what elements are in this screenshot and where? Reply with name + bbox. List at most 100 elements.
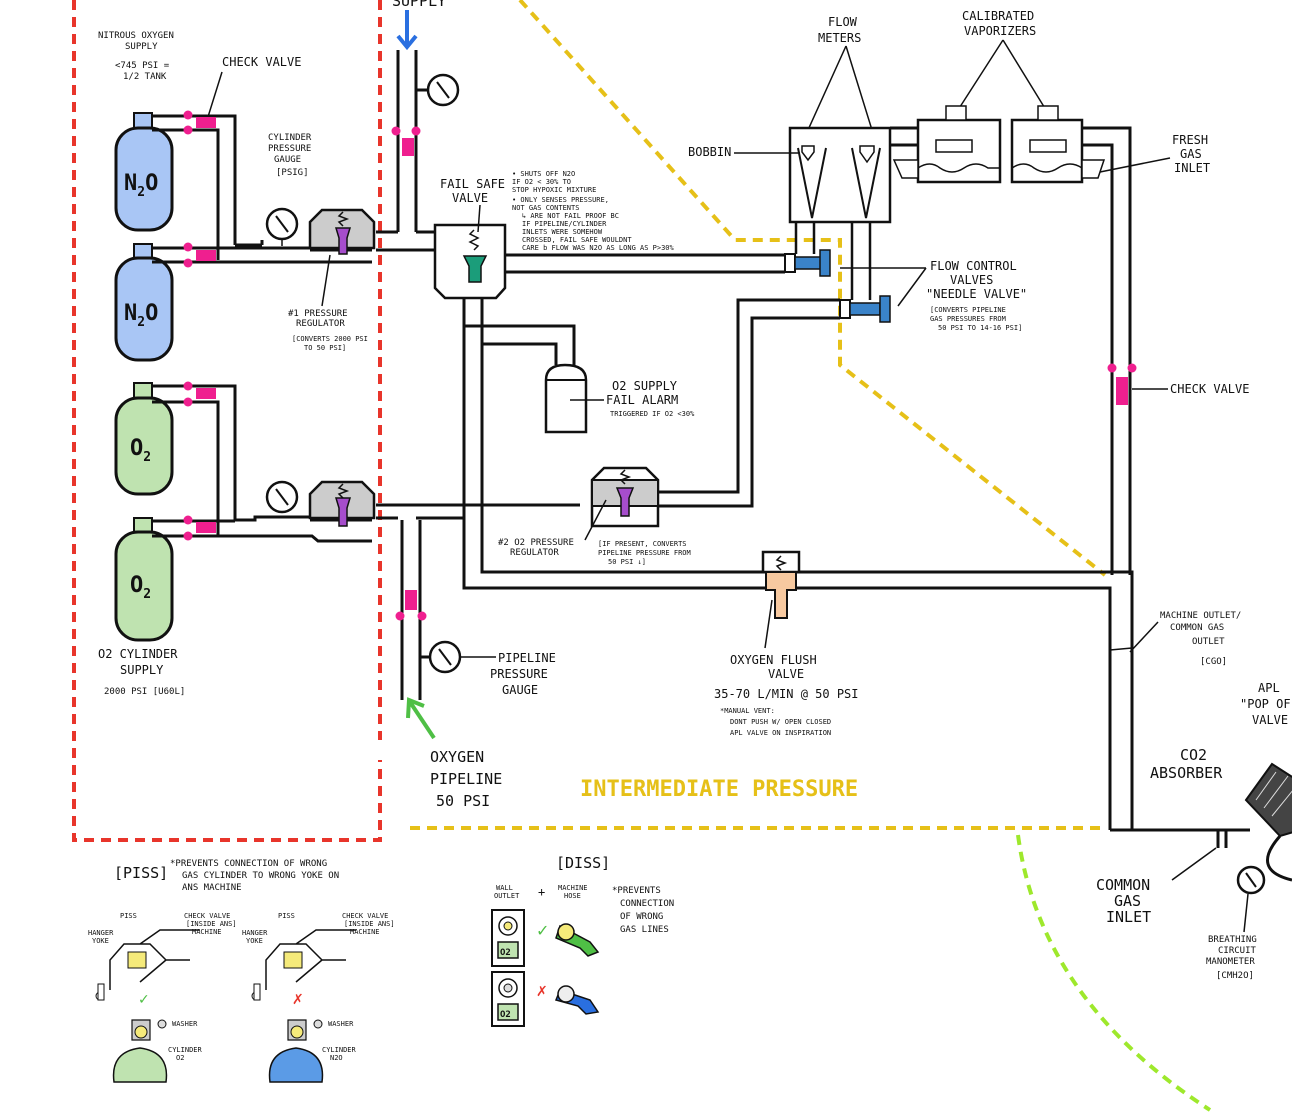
svg-text:CHECK VALVE: CHECK VALVE — [342, 912, 388, 920]
svg-text:HANGER: HANGER — [88, 929, 114, 937]
svg-text:CROSSED, FAIL SAFE WOULDNT: CROSSED, FAIL SAFE WOULDNT — [522, 236, 632, 244]
apl-label-1: APL — [1258, 681, 1280, 695]
regulator-1-note-1: [CONVERTS 2000 PSI — [292, 335, 368, 343]
common-gas-inlet-pointer — [1171, 847, 1217, 881]
common-manifold — [890, 126, 1132, 575]
machine-outlet-3: OUTLET — [1192, 637, 1225, 647]
svg-text:CARE b FLOW WAS N2O AS LONG AS: CARE b FLOW WAS N2O AS LONG AS P>30% — [522, 244, 675, 252]
n2o-pressure-2: 1/2 TANK — [123, 72, 167, 82]
check-valve-top-label: CHECK VALVE — [222, 55, 301, 69]
svg-text:✗: ✗ — [292, 992, 304, 1008]
svg-text:PISS: PISS — [120, 912, 137, 920]
supply-label: SUPPLY — [392, 0, 446, 10]
high-pressure-zone-border — [72, 0, 382, 842]
diss-plus: + — [538, 885, 545, 899]
regulator-1-note-2: TO 50 PSI] — [304, 344, 346, 352]
fail-safe-title-2: VALVE — [452, 191, 488, 205]
flush-note-2: DONT PUSH W/ OPEN CLOSED — [730, 718, 831, 726]
pipeline-vertical — [400, 520, 430, 700]
svg-text:STOP HYPOXIC MIXTURE: STOP HYPOXIC MIXTURE — [512, 186, 596, 194]
svg-text:PISS: PISS — [278, 912, 295, 920]
pressure-regulator-1-o2 — [308, 480, 376, 527]
n2o-main-line — [376, 230, 435, 252]
oxygen-pipeline-label-2: PIPELINE — [430, 770, 502, 788]
machine-outlet-4: [CGO] — [1200, 657, 1227, 667]
n2o-pressure-1: <745 PSI = — [115, 61, 170, 71]
diss-note-2: CONNECTION — [620, 899, 674, 909]
fresh-gas-label-2: GAS — [1180, 147, 1202, 161]
diss-ok-mark: ✓ — [536, 921, 549, 940]
apl-label-2: "POP OF — [1240, 697, 1291, 711]
svg-text:N2O: N2O — [124, 171, 158, 200]
apl-label-3: VALVE — [1252, 713, 1288, 727]
diss-hose-2: HOSE — [564, 892, 581, 900]
common-gas-inlet-2: GAS — [1114, 892, 1141, 910]
supply-pipe-gauge — [426, 73, 460, 107]
machine-outlet-pointer — [1129, 621, 1159, 653]
pipeline-arrow — [406, 697, 436, 740]
flush-rate: 35-70 L/MIN @ 50 PSI — [714, 687, 859, 701]
diss-title: [DISS] — [556, 854, 610, 872]
o2-supply-title-1: O2 CYLINDER — [98, 647, 178, 661]
flow-control-title-2: VALVES — [950, 273, 993, 287]
piss-illustration-o2: HANGER YOKE PISS CHECK VALVE [INSIDE ANS… — [88, 912, 237, 1083]
svg-text:↳ ARE NOT FAIL PROOF BC: ↳ ARE NOT FAIL PROOF BC — [522, 212, 619, 220]
svg-text:✓: ✓ — [138, 992, 150, 1008]
check-valve-right-label: CHECK VALVE — [1170, 382, 1249, 396]
machine-outlet-1: MACHINE OUTLET/ — [1160, 611, 1241, 621]
fail-safe-title-1: FAIL SAFE — [440, 177, 505, 191]
check-valve-right — [1107, 363, 1168, 405]
o2-cylinder-upper: O2 — [114, 382, 174, 496]
vaporizers-pointers — [957, 39, 1047, 111]
fail-safe-notes: • SHUTS OFF N2O IF O2 < 30% TO STOP HYPO… — [512, 170, 675, 252]
cylinder-gauge-label-1: CYLINDER — [268, 133, 312, 143]
svg-text:YOKE: YOKE — [246, 937, 263, 945]
piss-note-3: ANS MACHINE — [182, 883, 242, 893]
svg-text:HANGER: HANGER — [242, 929, 268, 937]
regulator-2-note-1: [IF PRESENT, CONVERTS — [598, 540, 687, 548]
machine-outlet-2: COMMON GAS — [1170, 623, 1224, 633]
o2-cylinder-lower: O2 — [114, 517, 174, 642]
flow-control-pointers — [840, 267, 927, 307]
pipeline-gauge-label-3: GAUGE — [502, 683, 538, 697]
co2-absorber — [1244, 762, 1292, 838]
breathing-circuit — [1216, 830, 1292, 882]
bobbin-o2 — [859, 145, 875, 164]
flow-control-title-1: FLOW CONTROL — [930, 259, 1017, 273]
check-valve-top-pointer — [206, 71, 223, 121]
svg-text:YOKE: YOKE — [92, 937, 109, 945]
svg-text:O2: O2 — [500, 948, 511, 958]
piss-illustration-n2o: HANGER YOKE PISS CHECK VALVE [INSIDE ANS… — [242, 912, 395, 1083]
regulator-2-title-2: REGULATOR — [510, 548, 559, 558]
supply-check-valve — [391, 126, 421, 156]
svg-text:INLETS WERE SOMEHOW: INLETS WERE SOMEHOW — [522, 228, 603, 236]
regulator-1-title-1: #1 PRESSURE — [288, 309, 348, 319]
pressure-regulator-2 — [590, 466, 660, 528]
o2-cylinder-gauge — [265, 480, 299, 514]
failsafe-to-flowmeter — [505, 253, 785, 274]
vaporizers-label-2: VAPORIZERS — [964, 24, 1036, 38]
flow-meter-bank — [788, 126, 892, 300]
diss-wall-1: WALL — [496, 884, 513, 892]
manometer-label-2: CIRCUIT — [1218, 946, 1257, 956]
bobbin-label: BOBBIN — [688, 145, 731, 159]
svg-text:[INSIDE ANS]: [INSIDE ANS] — [344, 920, 395, 928]
n2o-title-2: SUPPLY — [125, 42, 158, 52]
flush-note-1: *MANUAL VENT: — [720, 707, 775, 715]
diss-wall-2: OUTLET — [494, 892, 520, 900]
regulator-2-note-3: 50 PSI ↓] — [608, 558, 646, 566]
svg-text:NOT GAS CONTENTS: NOT GAS CONTENTS — [512, 204, 579, 212]
fresh-gas-pointer — [1099, 157, 1171, 173]
svg-text:WASHER: WASHER — [328, 1020, 354, 1028]
pipeline-check-valve — [395, 590, 427, 621]
oxygen-pipeline-label-1: OXYGEN — [430, 748, 484, 766]
regulator-2-title-1: #2 O2 PRESSURE — [498, 538, 574, 548]
o2-pipe — [152, 384, 372, 543]
pipeline-pressure-gauge — [428, 640, 496, 674]
svg-text:[INSIDE ANS]: [INSIDE ANS] — [186, 920, 237, 928]
flow-control-valve-o2 — [839, 295, 891, 323]
vaporizer-1 — [892, 105, 1002, 184]
regulator-2-pointer — [584, 499, 607, 541]
cylinder-gauge-label-4: [PSIG] — [276, 168, 309, 178]
